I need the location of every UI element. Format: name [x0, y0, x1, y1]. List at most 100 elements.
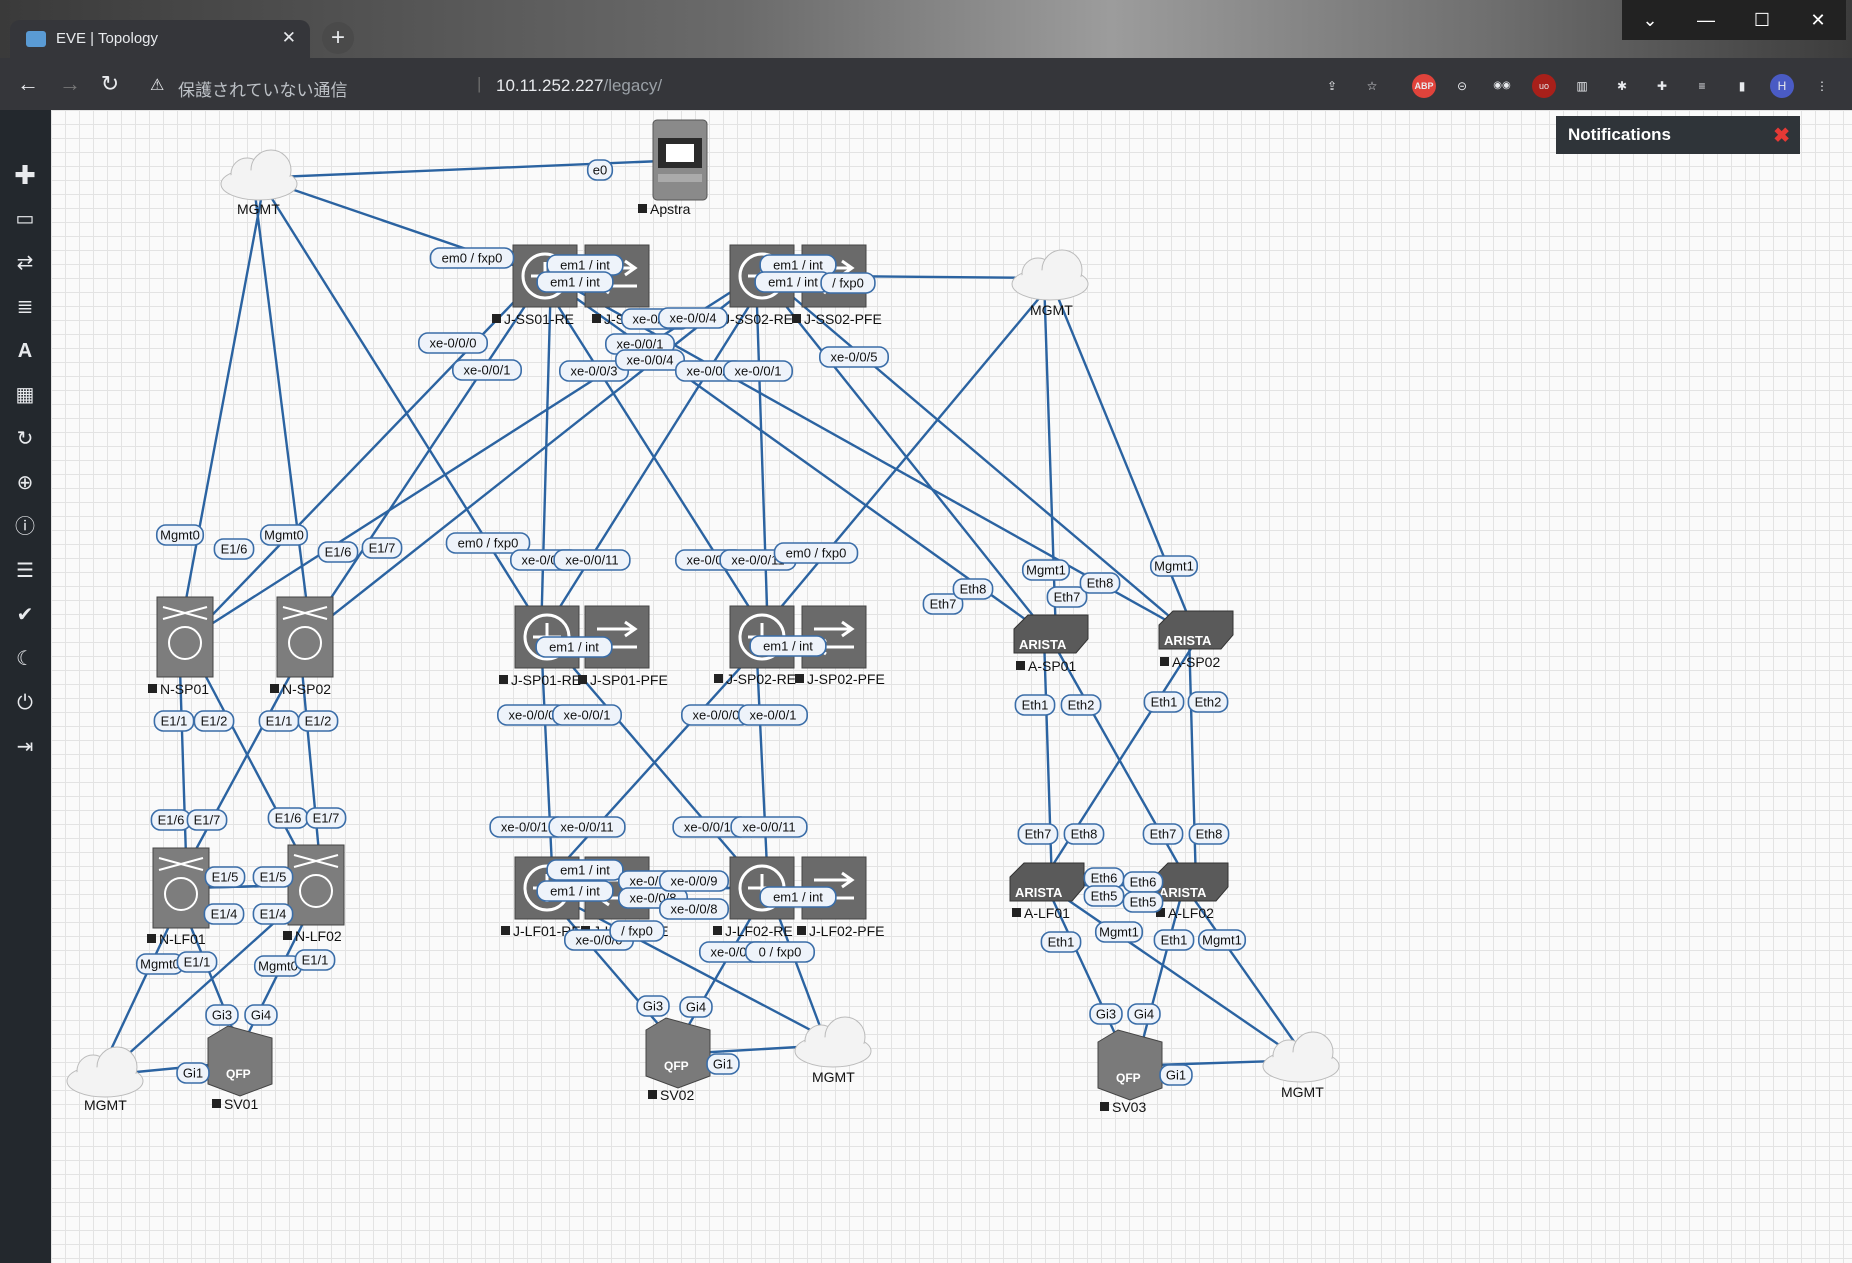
link-jsp02re-jlf01re[interactable] — [540, 636, 769, 889]
interface-label[interactable]: E1/7 — [186, 809, 228, 831]
link-jss02re-nsp01[interactable] — [190, 274, 757, 639]
logout-icon[interactable]: ⇥ — [16, 736, 34, 758]
back-icon[interactable]: ← — [17, 71, 39, 96]
zoom-icon[interactable]: ⊕ — [16, 472, 34, 494]
node-mgmt-bl[interactable]: MGMT — [66, 1046, 144, 1113]
info-icon[interactable]: ⓘ — [15, 516, 35, 538]
forward-icon[interactable]: → — [59, 71, 81, 96]
link-jsp02re-jlf02re[interactable] — [754, 636, 770, 889]
interface-label[interactable]: xe-0/0/1 — [604, 333, 675, 355]
interface-label[interactable]: E1/6 — [213, 538, 255, 560]
interface-label[interactable]: E1/7 — [361, 537, 403, 559]
link-mgmt-br-alf02[interactable] — [1183, 884, 1308, 1061]
interface-label[interactable]: Mgmt1 — [1094, 921, 1144, 943]
interface-label[interactable]: Eth1 — [1143, 691, 1185, 713]
interface-label[interactable]: xe-0/0/0 — [496, 704, 567, 726]
interface-label[interactable]: em1 / int — [759, 254, 837, 276]
interface-label[interactable]: E1/1 — [176, 951, 218, 973]
interface-label[interactable]: em1 / int — [546, 254, 624, 276]
interface-label[interactable]: Eth8 — [1063, 823, 1105, 845]
interface-label[interactable]: xe-0/0/4 — [657, 307, 728, 329]
profile-avatar[interactable]: H — [1770, 74, 1794, 98]
link-mgmt-right-asp01[interactable] — [1042, 277, 1058, 638]
interface-label[interactable]: Eth1 — [1153, 929, 1195, 951]
browser-tab[interactable]: EVE | Topology ✕ — [10, 20, 310, 58]
link-jss01re-nsp01[interactable] — [190, 275, 540, 638]
interface-label[interactable]: Eth1 — [1040, 931, 1082, 953]
node-mgmt-right[interactable]: MGMT — [1011, 249, 1089, 318]
link-mgmt-br-alf01[interactable] — [1045, 884, 1302, 1061]
interface-label[interactable]: xe-0/0/10 — [489, 816, 567, 838]
link-nsp02-nlf01[interactable] — [173, 636, 313, 889]
check-icon[interactable]: ✔ — [16, 604, 34, 626]
interface-label[interactable]: Eth6 — [1083, 867, 1125, 889]
link-jss02re-asp01[interactable] — [761, 275, 1051, 638]
link-mgmt-top-nsp01[interactable] — [177, 177, 267, 638]
node-nsp01[interactable]: N-SP01 — [148, 596, 214, 697]
interface-label[interactable]: Eth6 — [1122, 871, 1164, 893]
interface-label[interactable]: Eth8 — [1188, 823, 1230, 845]
interface-label[interactable]: xe-0/0/11 — [730, 816, 808, 838]
interface-label[interactable]: Gi3 — [205, 1004, 239, 1026]
interface-label[interactable]: xe-0/0/11 — [553, 549, 631, 571]
new-tab-button[interactable]: + — [322, 22, 354, 54]
dark-mode-icon[interactable]: ☾ — [16, 648, 34, 670]
interface-label[interactable]: Mgmt0 — [135, 953, 185, 975]
link-asp02-alf01[interactable] — [1038, 632, 1203, 886]
link-mgmt-top-nsp02[interactable] — [251, 177, 313, 638]
interface-label[interactable]: xe-0/0/0 — [680, 704, 751, 726]
interface-label[interactable]: Mgmt0 — [259, 524, 309, 546]
interface-label[interactable]: E1/6 — [150, 809, 192, 831]
interface-label[interactable]: Mgmt1 — [1021, 559, 1071, 581]
link-jss01re-jsp01re[interactable] — [539, 275, 553, 638]
link-nsp01-nlf02[interactable] — [183, 636, 318, 886]
interface-label[interactable]: Gi4 — [1127, 1003, 1161, 1025]
node-nlf02[interactable]: N-LF02 — [283, 844, 345, 944]
interface-label[interactable]: Eth7 — [922, 593, 964, 615]
interface-label[interactable]: E1/4 — [203, 903, 245, 925]
adblock-extension-icon[interactable]: ABP — [1412, 74, 1436, 98]
interface-label[interactable]: xe-0/0/1 — [551, 704, 622, 726]
node-mgmt-bm[interactable]: MGMT — [794, 1016, 872, 1085]
node-mgmt-br[interactable]: MGMT — [1262, 1031, 1340, 1100]
node-nsp02[interactable]: N-SP02 — [270, 596, 334, 697]
node-mgmt-top[interactable]: MGMT — [220, 149, 298, 217]
share-icon[interactable]: ⇪ — [1326, 79, 1338, 93]
text-object-icon[interactable]: A — [17, 340, 33, 362]
interface-label[interactable]: xe-0/0/1 — [737, 704, 808, 726]
interface-label[interactable]: Gi4 — [244, 1004, 278, 1026]
interface-label[interactable]: 0 / fxp0 — [744, 941, 815, 963]
refresh-icon[interactable]: ↻ — [16, 428, 34, 450]
minimize-icon[interactable]: — — [1678, 0, 1734, 40]
link-mgmt-top-jsp01re[interactable] — [257, 177, 549, 638]
interface-label[interactable]: xe-0/0/11 — [719, 549, 797, 571]
link-jss02re-asp02[interactable] — [767, 275, 1190, 634]
interface-label[interactable]: em1 / int — [546, 859, 624, 881]
interface-label[interactable]: E1/6 — [317, 541, 359, 563]
interface-label[interactable]: xe-0/0/11 — [548, 816, 626, 838]
extension-owl-icon[interactable]: ◉◉ — [1493, 80, 1511, 91]
browser-menu-icon[interactable]: ⋮ — [1816, 79, 1828, 93]
interface-label[interactable]: e0 — [586, 159, 614, 181]
interface-label[interactable]: Gi1 — [706, 1053, 740, 1075]
interface-label[interactable]: Eth7 — [1046, 586, 1088, 608]
interface-label[interactable]: Gi1 — [176, 1062, 210, 1084]
interface-label[interactable]: xe-0/0/3 — [558, 360, 629, 382]
interface-label[interactable]: E1/1 — [153, 710, 195, 732]
tab-close-icon[interactable]: ✕ — [281, 28, 296, 47]
bookmark-star-icon[interactable]: ☆ — [1366, 79, 1378, 93]
interface-label[interactable]: em1 / int — [759, 886, 837, 908]
interface-label[interactable]: em0 / fxp0 — [445, 532, 531, 554]
interface-label[interactable]: E1/2 — [297, 710, 339, 732]
interface-label[interactable]: E1/7 — [305, 807, 347, 829]
interface-label[interactable]: / fxp0 — [820, 272, 876, 294]
interface-label[interactable]: Eth5 — [1122, 891, 1164, 913]
link-jss01re-nsp02[interactable] — [304, 275, 546, 638]
interface-label[interactable]: xe-0/0/1 — [722, 360, 793, 382]
